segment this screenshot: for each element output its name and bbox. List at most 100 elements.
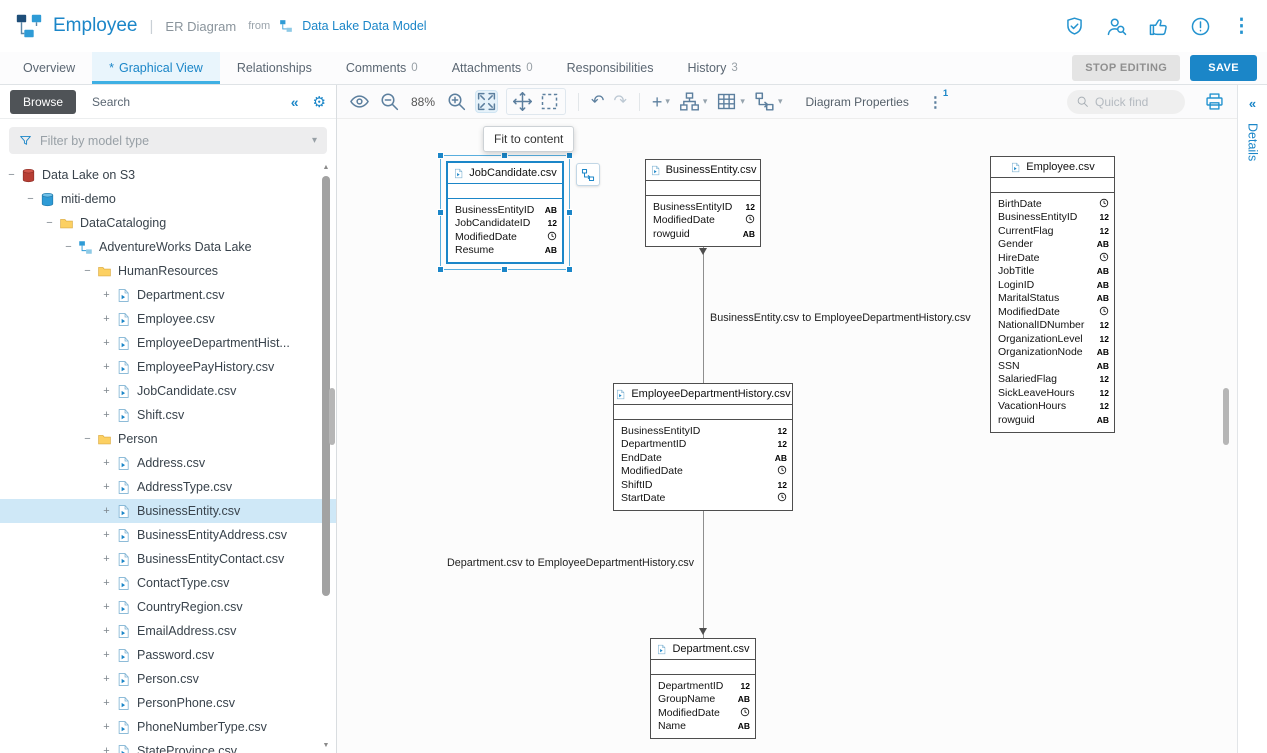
tree-item-data-lake-on-s3[interactable]: −Data Lake on S3 xyxy=(0,163,336,187)
quick-find[interactable] xyxy=(1067,90,1185,114)
expand-toggle-icon[interactable]: + xyxy=(101,577,112,589)
tree-item-adventureworks-data-lake[interactable]: −AdventureWorks Data Lake xyxy=(0,235,336,259)
undo-icon[interactable]: ↶ xyxy=(591,91,604,112)
scroll-up-arrow[interactable]: ▲ xyxy=(321,164,331,171)
visibility-icon[interactable] xyxy=(349,91,370,112)
tree-item-shift-csv[interactable]: +Shift.csv xyxy=(0,403,336,427)
scroll-down-arrow[interactable]: ▼ xyxy=(321,742,331,749)
tab-attachments[interactable]: Attachments0 xyxy=(435,52,550,84)
panel-splitter-handle[interactable] xyxy=(329,388,335,445)
tab-comments[interactable]: Comments0 xyxy=(329,52,435,84)
relationship-menu-button[interactable]: ▾ xyxy=(754,91,783,112)
auto-layout-button[interactable]: ▾ xyxy=(679,91,708,112)
thumbs-up-icon[interactable] xyxy=(1148,16,1169,37)
redo-icon[interactable]: ↷ xyxy=(613,91,626,112)
tree-item-humanresources[interactable]: −HumanResources xyxy=(0,259,336,283)
zoom-out-icon[interactable] xyxy=(379,91,400,112)
tree-item-employeedepartmenthist[interactable]: +EmployeeDepartmentHist... xyxy=(0,331,336,355)
search-tab[interactable]: Search xyxy=(92,95,130,109)
expand-toggle-icon[interactable]: + xyxy=(101,625,112,637)
expand-toggle-icon[interactable]: + xyxy=(101,289,112,301)
collapse-toggle-icon[interactable]: − xyxy=(25,193,36,205)
model-link[interactable]: Data Lake Data Model xyxy=(302,19,426,33)
tab-graphical-view[interactable]: *Graphical View xyxy=(92,52,220,84)
expand-toggle-icon[interactable]: + xyxy=(101,457,112,469)
canvas-scrollbar-thumb[interactable] xyxy=(1223,388,1229,445)
expand-toggle-icon[interactable]: + xyxy=(101,601,112,613)
selection-handle[interactable] xyxy=(566,152,573,159)
tree-item-address-csv[interactable]: +Address.csv xyxy=(0,451,336,475)
relationship-edge[interactable] xyxy=(703,510,704,638)
collapse-panel-icon[interactable]: « xyxy=(291,94,299,110)
expand-toggle-icon[interactable]: + xyxy=(101,553,112,565)
alert-circle-icon[interactable] xyxy=(1190,16,1211,37)
tree-item-miti-demo[interactable]: −miti-demo xyxy=(0,187,336,211)
expand-toggle-icon[interactable]: + xyxy=(101,697,112,709)
zoom-in-icon[interactable] xyxy=(446,91,467,112)
print-icon[interactable] xyxy=(1204,91,1225,112)
save-button[interactable]: SAVE xyxy=(1190,55,1257,81)
expand-toggle-icon[interactable]: + xyxy=(101,385,112,397)
marquee-select-icon[interactable] xyxy=(539,91,560,112)
create-relationship-button[interactable] xyxy=(576,163,600,186)
expand-toggle-icon[interactable]: + xyxy=(101,481,112,493)
diagram-properties-button[interactable]: Diagram Properties xyxy=(805,95,908,109)
collapse-toggle-icon[interactable]: − xyxy=(63,241,74,253)
add-object-button[interactable]: + ▾ xyxy=(652,93,670,111)
entity-employee-csv[interactable]: Employee.csvBirthDateBusinessEntityID12C… xyxy=(990,156,1115,433)
tree-item-businessentityaddress-csv[interactable]: +BusinessEntityAddress.csv xyxy=(0,523,336,547)
tree-item-personphone-csv[interactable]: +PersonPhone.csv xyxy=(0,691,336,715)
tree-item-datacataloging[interactable]: −DataCataloging xyxy=(0,211,336,235)
collapse-toggle-icon[interactable]: − xyxy=(6,169,17,181)
quick-find-input[interactable] xyxy=(1095,95,1175,109)
expand-toggle-icon[interactable]: + xyxy=(101,721,112,733)
collapse-toggle-icon[interactable]: − xyxy=(82,433,93,445)
tab-responsibilities[interactable]: Responsibilities xyxy=(550,52,671,84)
tree-item-stateprovince-csv[interactable]: +StateProvince.csv xyxy=(0,739,336,753)
expand-toggle-icon[interactable]: + xyxy=(101,745,112,753)
collapse-toggle-icon[interactable]: − xyxy=(82,265,93,277)
tree-item-countryregion-csv[interactable]: +CountryRegion.csv xyxy=(0,595,336,619)
selection-handle[interactable] xyxy=(566,209,573,216)
relationship-edge[interactable] xyxy=(703,246,704,383)
fit-to-content-icon[interactable] xyxy=(476,91,497,112)
tree-item-contacttype-csv[interactable]: +ContactType.csv xyxy=(0,571,336,595)
browse-button[interactable]: Browse xyxy=(10,90,76,114)
steward-search-icon[interactable] xyxy=(1106,16,1127,37)
tree-item-businessentity-csv[interactable]: +BusinessEntity.csv xyxy=(0,499,336,523)
tree-item-phonenumbertype-csv[interactable]: +PhoneNumberType.csv xyxy=(0,715,336,739)
tree-item-emailaddress-csv[interactable]: +EmailAddress.csv xyxy=(0,619,336,643)
settings-gear-icon[interactable]: ⚙ xyxy=(313,93,326,111)
selection-handle[interactable] xyxy=(501,152,508,159)
tree-item-department-csv[interactable]: +Department.csv xyxy=(0,283,336,307)
expand-toggle-icon[interactable]: + xyxy=(101,529,112,541)
details-panel-collapsed[interactable]: « Details xyxy=(1237,85,1267,753)
entity-employeedepartmenthistory-csv[interactable]: EmployeeDepartmentHistory.csvBusinessEnt… xyxy=(613,383,793,511)
expand-toggle-icon[interactable]: + xyxy=(101,337,112,349)
collapse-toggle-icon[interactable]: − xyxy=(44,217,55,229)
tree-item-password-csv[interactable]: +Password.csv xyxy=(0,643,336,667)
tree-scrollbar[interactable]: ▲ ▼ xyxy=(321,164,331,749)
model-type-filter-dropdown[interactable]: Filter by model type ▾ xyxy=(9,127,327,154)
diagram-canvas[interactable]: Fit to content JobCandidate.csvBusinessE… xyxy=(337,119,1237,753)
entity-jobcandidate-csv[interactable]: JobCandidate.csvBusinessEntityIDABJobCan… xyxy=(446,161,564,264)
toolbar-overflow-icon[interactable]: ⋮1 xyxy=(928,93,948,111)
tree-item-addresstype-csv[interactable]: +AddressType.csv xyxy=(0,475,336,499)
expand-toggle-icon[interactable]: + xyxy=(101,409,112,421)
tab-overview[interactable]: Overview xyxy=(6,52,92,84)
selection-handle[interactable] xyxy=(437,209,444,216)
tree-item-businessentitycontact-csv[interactable]: +BusinessEntityContact.csv xyxy=(0,547,336,571)
tree-item-employeepayhistory-csv[interactable]: +EmployeePayHistory.csv xyxy=(0,355,336,379)
expand-toggle-icon[interactable]: + xyxy=(101,313,112,325)
stop-editing-button[interactable]: STOP EDITING xyxy=(1072,55,1180,81)
tree-scrollbar-thumb[interactable] xyxy=(322,176,330,596)
more-options-icon[interactable]: ⋮ xyxy=(1232,16,1251,37)
expand-toggle-icon[interactable]: + xyxy=(101,505,112,517)
tree-item-jobcandidate-csv[interactable]: +JobCandidate.csv xyxy=(0,379,336,403)
shield-check-icon[interactable] xyxy=(1064,16,1085,37)
expand-toggle-icon[interactable]: + xyxy=(101,649,112,661)
pan-tool-icon[interactable] xyxy=(512,91,533,112)
tab-history[interactable]: History3 xyxy=(670,52,754,84)
grid-view-button[interactable]: ▾ xyxy=(716,91,745,112)
entity-businessentity-csv[interactable]: BusinessEntity.csvBusinessEntityID12Modi… xyxy=(645,159,761,247)
